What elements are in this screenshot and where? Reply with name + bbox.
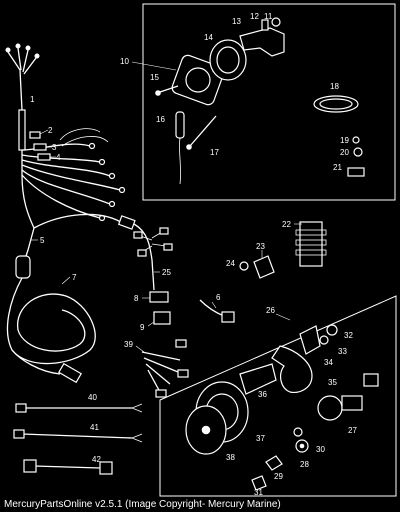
part-17-screw: [186, 115, 217, 150]
part-26-assembly: [275, 313, 291, 321]
part-31-key: [251, 475, 267, 491]
part-4-connector: [37, 153, 56, 161]
callout-20: 20: [340, 148, 349, 157]
callout-42: 42: [92, 455, 101, 464]
callout-labels: 1 2 3 4 5 6 7 8 9 10 11 12 13 14 15 16 1…: [30, 12, 357, 497]
part-24-nut: [239, 261, 249, 271]
callout-28: 28: [300, 460, 309, 469]
part-5-grommet: [15, 227, 38, 279]
callout-39: 39: [124, 340, 133, 349]
part-39-harness: [135, 339, 189, 398]
part-12-clip: [261, 19, 269, 31]
part-15-screw: [155, 85, 179, 96]
callout-1: 1: [30, 95, 35, 104]
part-33-spring: [319, 335, 329, 345]
callout-17: 17: [210, 148, 219, 157]
callout-12: 12: [250, 12, 259, 21]
part-29-clip: [265, 455, 283, 471]
callout-5: 5: [40, 236, 45, 245]
part-6-lead: [199, 299, 235, 323]
part-23-bracket: [253, 250, 275, 279]
callout-40: 40: [88, 393, 97, 402]
part-36-lever: [239, 363, 277, 395]
part-27-key-switch: [317, 373, 379, 421]
callout-11: 11: [264, 12, 273, 21]
callout-26: 26: [266, 306, 275, 315]
callout-25: 25: [162, 268, 171, 277]
callout-31: 31: [254, 488, 263, 497]
callout-19: 19: [340, 136, 349, 145]
callout-30: 30: [316, 445, 325, 454]
callout-32: 32: [344, 331, 353, 340]
callout-18: 18: [330, 82, 339, 91]
part-7-extension-harness: [6, 276, 96, 384]
part-40-lead: [15, 403, 143, 413]
callout-6: 6: [216, 293, 221, 302]
callout-29: 29: [274, 472, 283, 481]
callout-21: 21: [333, 163, 342, 172]
callout-34: 34: [324, 358, 333, 367]
part-2-connector: [29, 129, 49, 139]
callout-36: 36: [258, 390, 267, 399]
part-34-cam: [299, 325, 321, 355]
part-9-connector-block: [147, 311, 171, 327]
part-13-bracket: [239, 27, 285, 57]
part-38-cover: [185, 405, 227, 455]
part-20-washer: [353, 147, 363, 157]
part-32-knob: [326, 324, 338, 336]
callout-22: 22: [282, 220, 291, 229]
callout-13: 13: [232, 17, 241, 26]
callout-37: 37: [256, 434, 265, 443]
callout-23: 23: [256, 242, 265, 251]
callout-9: 9: [140, 323, 145, 332]
part-42-lead: [23, 459, 113, 475]
inset-box-10: [142, 3, 396, 201]
copyright-caption: MercuryPartsOnline v2.5.1 (Image Copyrig…: [4, 499, 281, 510]
part-35-housing: [271, 345, 313, 393]
part-14-gasket-ring: [209, 39, 247, 81]
part-3-connector: [33, 143, 52, 151]
callout-10: 10: [120, 57, 129, 66]
part-25-branch-harness: [133, 223, 173, 291]
part-11-nut: [271, 17, 281, 27]
part-21-decal: [347, 167, 365, 177]
part-1-wiring-harness: [5, 43, 136, 230]
callout-8: 8: [134, 294, 139, 303]
part-41-lead: [13, 429, 143, 443]
callout-2: 2: [48, 126, 53, 135]
callout-3: 3: [52, 143, 57, 152]
callout-24: 24: [226, 259, 235, 268]
part-16-bulb-socket: [175, 111, 185, 185]
callout-16: 16: [156, 115, 165, 124]
callout-7: 7: [72, 273, 77, 282]
callout-14: 14: [204, 33, 213, 42]
callout-33: 33: [338, 347, 347, 356]
callout-41: 41: [90, 423, 99, 432]
part-8-connector-block: [142, 291, 169, 303]
callout-4: 4: [56, 153, 61, 162]
callout-38: 38: [226, 453, 235, 462]
parts-diagram: 1 2 3 4 5 6 7 8 9 10 11 12 13 14 15 16 1…: [5, 3, 397, 497]
part-18-hose-clamp: [313, 95, 359, 113]
callout-35: 35: [328, 378, 337, 387]
part-19-screw: [352, 136, 360, 144]
part-30-washer: [293, 427, 303, 437]
callout-27: 27: [348, 426, 357, 435]
callout-15: 15: [150, 73, 159, 82]
part-22-terminal-block: [294, 221, 327, 267]
part-28-nut: [295, 439, 309, 453]
